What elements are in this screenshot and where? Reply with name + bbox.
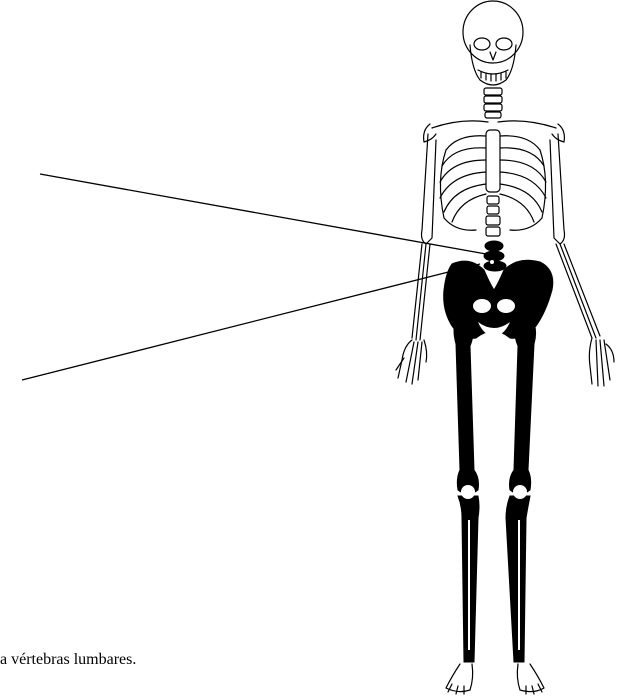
left-foot (446, 664, 473, 694)
left-femur (454, 318, 479, 494)
rib-cage (440, 130, 546, 230)
left-hand (396, 340, 427, 384)
right-foot (517, 664, 544, 694)
right-hand (589, 338, 614, 386)
caption-text: a vértebras lumbares. (0, 651, 136, 669)
pointer-line-upper (40, 174, 486, 254)
pointer-line-lower (22, 264, 480, 380)
skull (463, 1, 523, 85)
cervical-spine (484, 88, 502, 118)
clavicles (424, 121, 565, 142)
thoracic-spine (486, 196, 500, 236)
right-arm (550, 134, 600, 338)
left-arm (412, 134, 436, 340)
right-femur (510, 318, 536, 494)
lumbar-vertebrae (484, 241, 506, 271)
